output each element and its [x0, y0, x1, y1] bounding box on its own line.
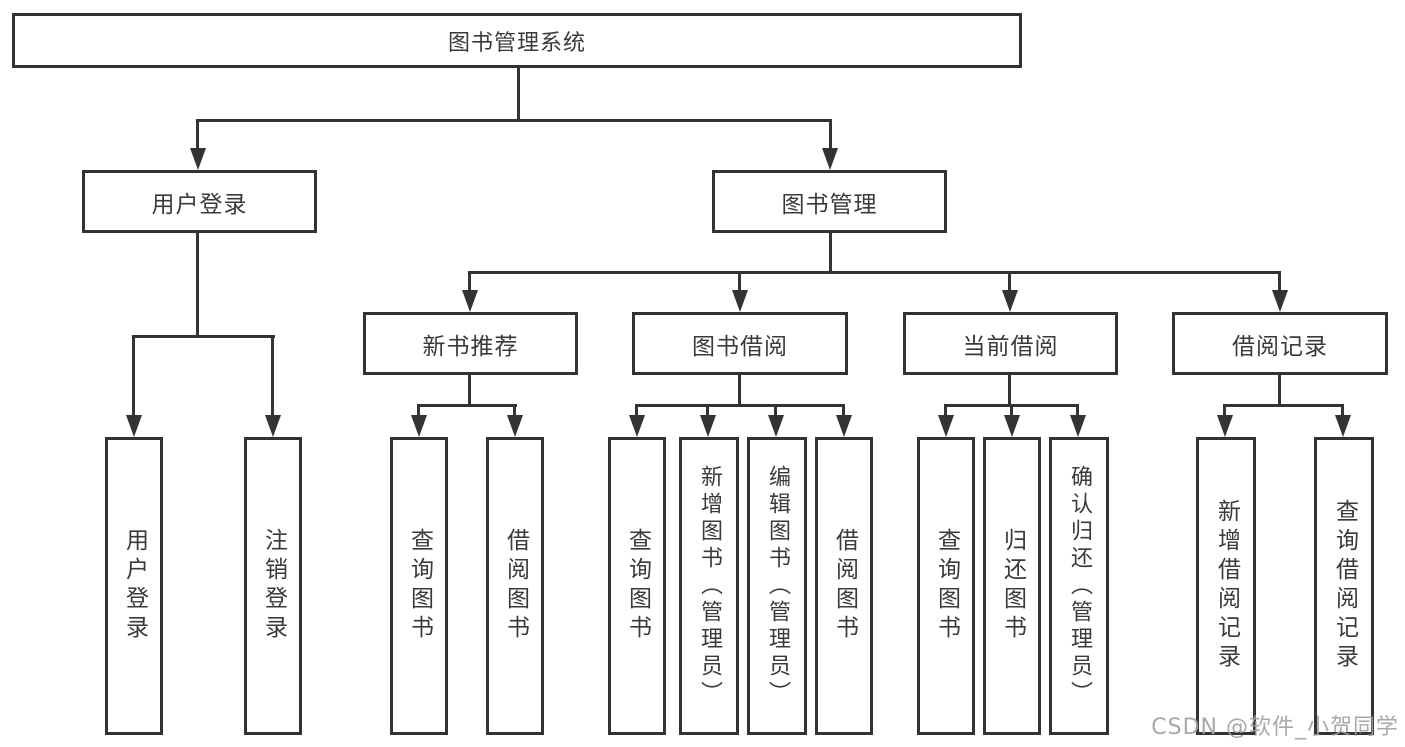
- node-user-login: 用户登录: [82, 170, 317, 233]
- arrow-down-icon: [1335, 415, 1351, 437]
- leaf-label: 归还图书: [999, 528, 1026, 644]
- connector-line: [1223, 404, 1226, 418]
- arrow-down-icon: [822, 148, 838, 170]
- leaf-label: 新增借阅记录: [1213, 499, 1240, 673]
- leaf-label: 用户登录: [121, 528, 148, 644]
- node-library-management-system: 图书管理系统: [12, 13, 1022, 68]
- node-label: 借阅记录: [1232, 333, 1328, 360]
- csdn-watermark: CSDN @软件_小贺同学: [1151, 715, 1399, 740]
- connector-line: [468, 375, 471, 407]
- connector-line: [635, 404, 638, 418]
- connector-line: [196, 233, 199, 337]
- node-label: 图书借阅: [692, 333, 788, 360]
- node-label: 新书推荐: [422, 333, 519, 360]
- leaf-query-books: 查询图书: [917, 437, 975, 735]
- connector-line: [1278, 271, 1281, 293]
- connector-line: [513, 404, 516, 418]
- connector-line: [468, 271, 1281, 274]
- arrow-down-icon: [265, 415, 281, 437]
- connector-line: [1278, 375, 1281, 407]
- leaf-borrow-books: 借阅图书: [486, 437, 544, 735]
- leaf-confirm-return-admin: 确认归还（管理员）: [1049, 437, 1109, 735]
- arrow-down-icon: [507, 415, 523, 437]
- leaf-logout: 注销登录: [244, 437, 302, 735]
- connector-line: [842, 404, 845, 418]
- node-new-book-recommend: 新书推荐: [363, 312, 578, 375]
- arrow-down-icon: [1272, 290, 1288, 312]
- connector-line: [635, 404, 845, 407]
- node-label: 当前借阅: [962, 333, 1059, 360]
- connector-line: [468, 271, 471, 293]
- leaf-add-borrow-record: 新增借阅记录: [1196, 437, 1256, 735]
- connector-line: [738, 375, 741, 407]
- arrow-down-icon: [1217, 415, 1233, 437]
- leaf-return-books: 归还图书: [983, 437, 1041, 735]
- connector-line: [829, 233, 832, 273]
- node-label: 图书管理: [781, 191, 878, 218]
- arrow-down-icon: [1004, 415, 1020, 437]
- arrow-down-icon: [411, 415, 427, 437]
- leaf-query-books: 查询图书: [390, 437, 448, 735]
- leaf-label: 借阅图书: [502, 528, 529, 644]
- arrow-down-icon: [732, 290, 748, 312]
- connector-line: [706, 404, 709, 418]
- leaf-label: 借阅图书: [831, 528, 858, 644]
- arrow-down-icon: [938, 415, 954, 437]
- arrow-down-icon: [1070, 415, 1086, 437]
- leaf-borrow-books: 借阅图书: [815, 437, 873, 735]
- node-book-management: 图书管理: [712, 170, 947, 233]
- leaf-add-books-admin: 新增图书（管理员）: [679, 437, 739, 735]
- leaf-label: 查询图书: [933, 528, 960, 644]
- connector-line: [271, 335, 274, 419]
- node-borrowing-records: 借阅记录: [1172, 312, 1388, 375]
- arrow-down-icon: [462, 290, 478, 312]
- leaf-label: 查询图书: [624, 528, 651, 644]
- arrow-down-icon: [190, 148, 206, 170]
- leaf-label: 编辑图书（管理员）: [765, 464, 790, 708]
- connector-line: [196, 119, 199, 151]
- connector-line: [132, 335, 275, 338]
- connector-line: [417, 404, 420, 418]
- node-book-borrowing: 图书借阅: [632, 312, 848, 375]
- leaf-edit-books-admin: 编辑图书（管理员）: [747, 437, 807, 735]
- connector-line: [829, 119, 832, 151]
- arrow-down-icon: [126, 415, 142, 437]
- node-label: 图书管理系统: [447, 30, 586, 56]
- connector-line: [196, 119, 832, 122]
- connector-line: [1008, 375, 1011, 407]
- connector-line: [774, 404, 777, 418]
- leaf-label: 查询图书: [406, 528, 433, 644]
- arrow-down-icon: [1002, 290, 1018, 312]
- connector-line: [738, 271, 741, 293]
- leaf-query-books: 查询图书: [608, 437, 666, 735]
- connector-line: [1010, 404, 1013, 418]
- connector-line: [132, 335, 135, 419]
- leaf-label: 查询借阅记录: [1331, 499, 1358, 673]
- connector-line: [1341, 404, 1344, 418]
- connector-line: [1223, 404, 1344, 407]
- arrow-down-icon: [629, 415, 645, 437]
- leaf-label: 确认归还（管理员）: [1067, 464, 1092, 708]
- leaf-label: 注销登录: [260, 528, 287, 644]
- leaf-query-borrow-record: 查询借阅记录: [1314, 437, 1374, 735]
- connector-line: [944, 404, 947, 418]
- node-current-borrowing: 当前借阅: [903, 312, 1118, 375]
- leaf-user-login: 用户登录: [105, 437, 163, 735]
- arrow-down-icon: [700, 415, 716, 437]
- connector-line: [1008, 271, 1011, 293]
- connector-line: [1076, 404, 1079, 418]
- arrow-down-icon: [768, 415, 784, 437]
- node-label: 用户登录: [151, 191, 248, 218]
- connector-line: [417, 404, 517, 407]
- connector-line: [517, 68, 520, 121]
- arrow-down-icon: [836, 415, 852, 437]
- leaf-label: 新增图书（管理员）: [697, 464, 722, 708]
